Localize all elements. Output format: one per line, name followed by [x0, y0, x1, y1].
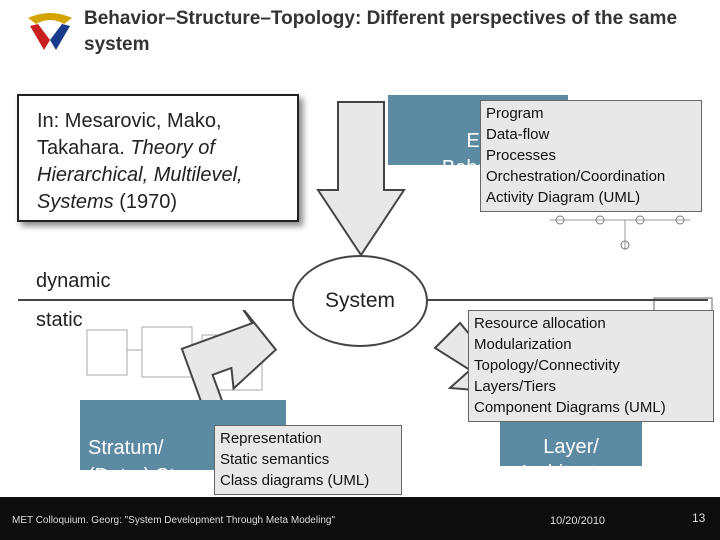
footer-date: 10/20/2010: [550, 515, 606, 527]
behavior-tooltip: Program Data-flow Processes Orchestratio…: [480, 100, 702, 212]
system-oval: System: [292, 255, 428, 347]
structure-tooltip: Representation Static semantics Class di…: [214, 425, 402, 495]
slide-title: Behavior–Structure–Topology: Different p…: [84, 8, 678, 55]
down-arrow-icon: [316, 101, 406, 257]
structure-tip-line: Static semantics: [220, 451, 330, 468]
structure-tip-line: Class diagrams (UML): [220, 472, 370, 489]
behavior-tip-line: Data-flow: [486, 126, 550, 143]
topology-tip-line: Modularization: [474, 336, 572, 353]
footer-text: MET Colloquium. Georg: "System Developme…: [12, 515, 335, 526]
behavior-tip-line: Activity Diagram (UML): [486, 189, 641, 206]
footer-bar: MET Colloquium. Georg: "System Developme…: [0, 497, 720, 540]
behavior-tip-line: Program: [486, 105, 544, 122]
topology-tip-line: Resource allocation: [474, 315, 606, 332]
system-label: System: [324, 289, 395, 312]
structure-tip-line: Representation: [220, 430, 322, 447]
reference-prefix: In: Mesarovic, Mako, Takahara.: [37, 110, 222, 159]
layer-label: Layer/ Architecture: [517, 436, 625, 484]
topology-tip-line: Topology/Connectivity: [474, 357, 620, 374]
topology-tooltip: Resource allocation Modularization Topol…: [468, 310, 714, 422]
behavior-tip-line: Processes: [486, 147, 557, 164]
behavior-tip-line: Orchestration/Coordination: [486, 168, 666, 185]
reference-year: (1970): [113, 191, 178, 213]
topology-tip-line: Layers/Tiers: [474, 378, 556, 395]
reference-box: In: Mesarovic, Mako, Takahara. Theory of…: [17, 94, 299, 222]
reference-title: Theory of Hierarchical, Multilevel, Syst…: [37, 137, 243, 213]
static-label: static: [36, 309, 83, 331]
activity-diagram-thumbnail: [540, 205, 700, 265]
dynamic-label: dynamic: [36, 270, 111, 292]
university-logo: [28, 13, 72, 50]
page-number: 13: [692, 511, 706, 525]
topology-tip-line: Component Diagrams (UML): [474, 399, 666, 416]
stratum-label: Stratum/ (Data-) Struc: [88, 437, 203, 487]
